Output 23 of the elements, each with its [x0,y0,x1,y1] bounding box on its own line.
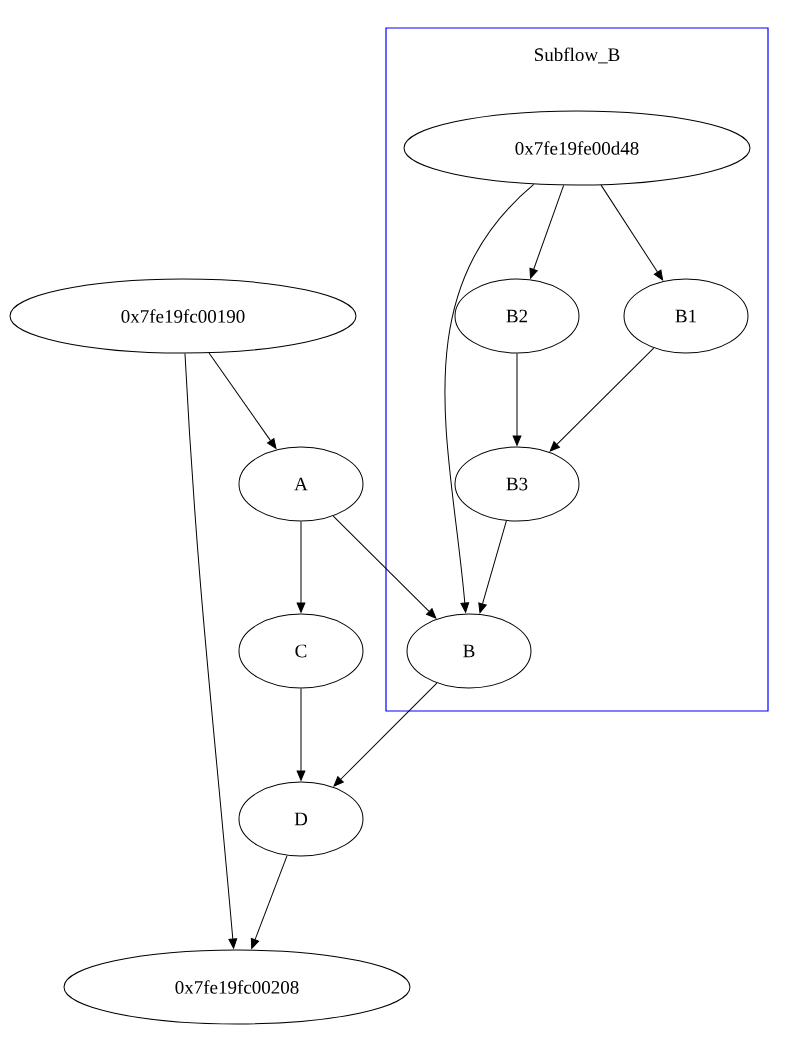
ellipse-node: 0x7fe19fc00208 [63,949,411,1025]
ellipse-node: B3 [454,446,580,522]
ellipse-node: D [238,781,364,857]
arrow [332,515,437,619]
arrow [296,521,306,613]
arrow [184,353,238,949]
arrow [512,353,522,446]
arrow [529,184,565,279]
ellipse-node: B1 [623,278,749,354]
arrow [296,688,306,781]
arrow [600,184,664,281]
ellipse-node: B [406,613,532,689]
arrow [444,183,535,613]
ellipse-node: A [238,446,364,522]
arrow [208,352,277,449]
arrow [478,520,507,614]
arrow [333,682,438,787]
ellipse-node: 0x7fe19fc00190 [9,278,357,354]
ellipse-node: 0x7fe19fe00d48 [403,110,751,186]
ellipse-node: C [238,613,364,689]
ellipse-node: B2 [454,278,580,354]
arrow [549,347,655,452]
arrow [250,855,288,949]
